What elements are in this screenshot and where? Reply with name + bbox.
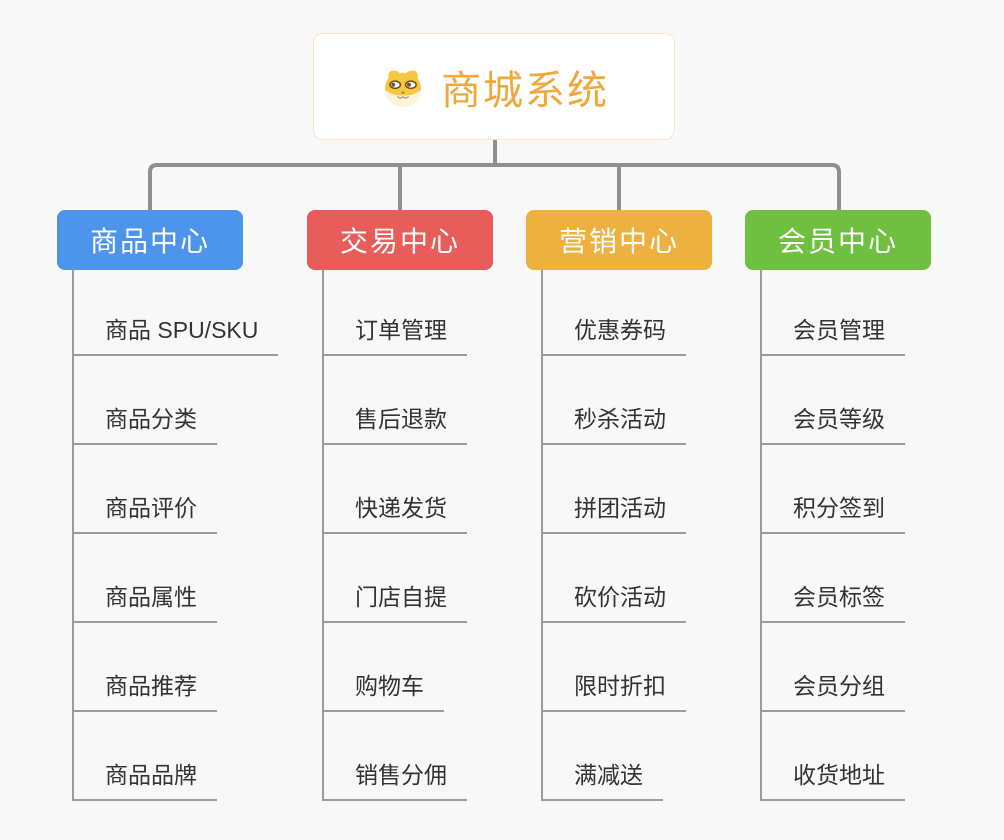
leaf-node[interactable]: 销售分佣 (322, 759, 467, 801)
branch-column-members: 会员中心 会员管理 会员等级 积分签到 会员标签 会员分组 收货地址 (745, 210, 931, 801)
branch-column-products: 商品中心 商品 SPU/SKU 商品分类 商品评价 商品属性 商品推荐 商品品牌 (57, 210, 279, 801)
leaf-label: 收货地址 (793, 762, 885, 788)
leaf-node[interactable]: 限时折扣 (541, 670, 686, 712)
leaf-node[interactable]: 满减送 (541, 759, 663, 801)
leaf-node[interactable]: 商品品牌 (72, 759, 217, 801)
branch-frame-line (148, 163, 841, 210)
dog-face-icon (379, 64, 427, 110)
leaf-node[interactable]: 购物车 (322, 670, 444, 712)
leaf-label: 快递发货 (355, 495, 447, 521)
leaf-node[interactable]: 收货地址 (760, 759, 905, 801)
leaf-node[interactable]: 会员等级 (760, 403, 905, 445)
leaf-node[interactable]: 售后退款 (322, 403, 467, 445)
leaf-node[interactable]: 积分签到 (760, 492, 905, 534)
leaf-label: 满减送 (574, 762, 643, 788)
leaf-node[interactable]: 门店自提 (322, 581, 467, 623)
root-node[interactable]: 商城系统 (313, 33, 675, 140)
leaf-label: 拼团活动 (574, 495, 666, 521)
leaf-label: 订单管理 (355, 317, 447, 343)
branch-vertical-line (760, 270, 762, 801)
branch-vertical-line (72, 270, 74, 801)
branch-header-members[interactable]: 会员中心 (745, 210, 931, 270)
leaf-label: 商品品牌 (105, 762, 197, 788)
leaf-label: 商品属性 (105, 584, 197, 610)
leaf-node[interactable]: 商品推荐 (72, 670, 217, 712)
leaf-node[interactable]: 商品属性 (72, 581, 217, 623)
leaf-label: 购物车 (355, 673, 424, 699)
branch-vertical-line (322, 270, 324, 801)
leaf-label: 限时折扣 (574, 673, 666, 699)
branch-header-marketing[interactable]: 营销中心 (526, 210, 712, 270)
leaf-label: 会员等级 (793, 406, 885, 432)
leaf-node[interactable]: 会员管理 (760, 314, 905, 356)
leaf-node[interactable]: 会员分组 (760, 670, 905, 712)
leaf-label: 商品评价 (105, 495, 197, 521)
leaf-label: 门店自提 (355, 584, 447, 610)
branch-column-trade: 交易中心 订单管理 售后退款 快递发货 门店自提 购物车 销售分佣 (307, 210, 493, 801)
root-title: 商城系统 (441, 68, 609, 113)
leaf-label: 会员标签 (793, 584, 885, 610)
leaf-label: 会员管理 (793, 317, 885, 343)
branch-header-trade[interactable]: 交易中心 (307, 210, 493, 270)
leaf-node[interactable]: 拼团活动 (541, 492, 686, 534)
leaf-label: 商品推荐 (105, 673, 197, 699)
leaf-label: 秒杀活动 (574, 406, 666, 432)
leaf-node[interactable]: 秒杀活动 (541, 403, 686, 445)
leaf-label: 商品分类 (105, 406, 197, 432)
leaf-label: 售后退款 (355, 406, 447, 432)
branch-vertical-line (541, 270, 543, 801)
leaf-node[interactable]: 商品分类 (72, 403, 217, 445)
leaf-label: 商品 SPU/SKU (105, 317, 259, 343)
leaf-label: 会员分组 (793, 673, 885, 699)
leaf-node[interactable]: 商品评价 (72, 492, 217, 534)
leaf-node[interactable]: 会员标签 (760, 581, 905, 623)
leaf-node[interactable]: 快递发货 (322, 492, 467, 534)
branch-column-marketing: 营销中心 优惠券码 秒杀活动 拼团活动 砍价活动 限时折扣 满减送 (526, 210, 712, 801)
leaf-label: 优惠券码 (574, 317, 666, 343)
leaf-label: 砍价活动 (574, 584, 666, 610)
leaf-node[interactable]: 订单管理 (322, 314, 467, 356)
leaf-node[interactable]: 砍价活动 (541, 581, 686, 623)
leaf-label: 销售分佣 (355, 762, 447, 788)
leaf-node[interactable]: 优惠券码 (541, 314, 686, 356)
leaf-node[interactable]: 商品 SPU/SKU (72, 314, 279, 356)
branch-header-products[interactable]: 商品中心 (57, 210, 243, 270)
leaf-label: 积分签到 (793, 495, 885, 521)
